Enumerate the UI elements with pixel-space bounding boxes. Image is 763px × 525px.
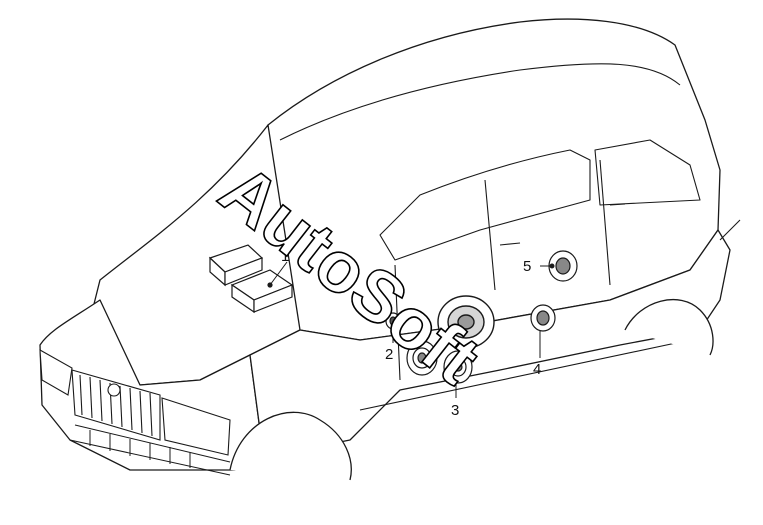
wheel-arches [229,298,714,481]
lower-intake [69,424,231,476]
amplifier-unit [230,269,294,314]
front-door-speaker [406,340,438,376]
callout-3: 3 [451,402,459,419]
radio-unit [208,244,264,287]
callout-5: 5 [523,258,531,275]
callout-2: 2 [385,346,393,363]
front-door-speaker-right [443,350,473,384]
leader-lines [269,261,555,398]
tweeter-speaker [385,312,401,330]
car-windows [279,63,741,411]
subwoofer-speaker [437,295,495,349]
callout-4: 4 [533,361,541,378]
front-grille [71,369,161,441]
rear-shelf-speaker [548,250,578,282]
callout-1: 1 [281,248,289,265]
headlights [39,349,231,456]
rear-door-speaker [530,304,556,332]
